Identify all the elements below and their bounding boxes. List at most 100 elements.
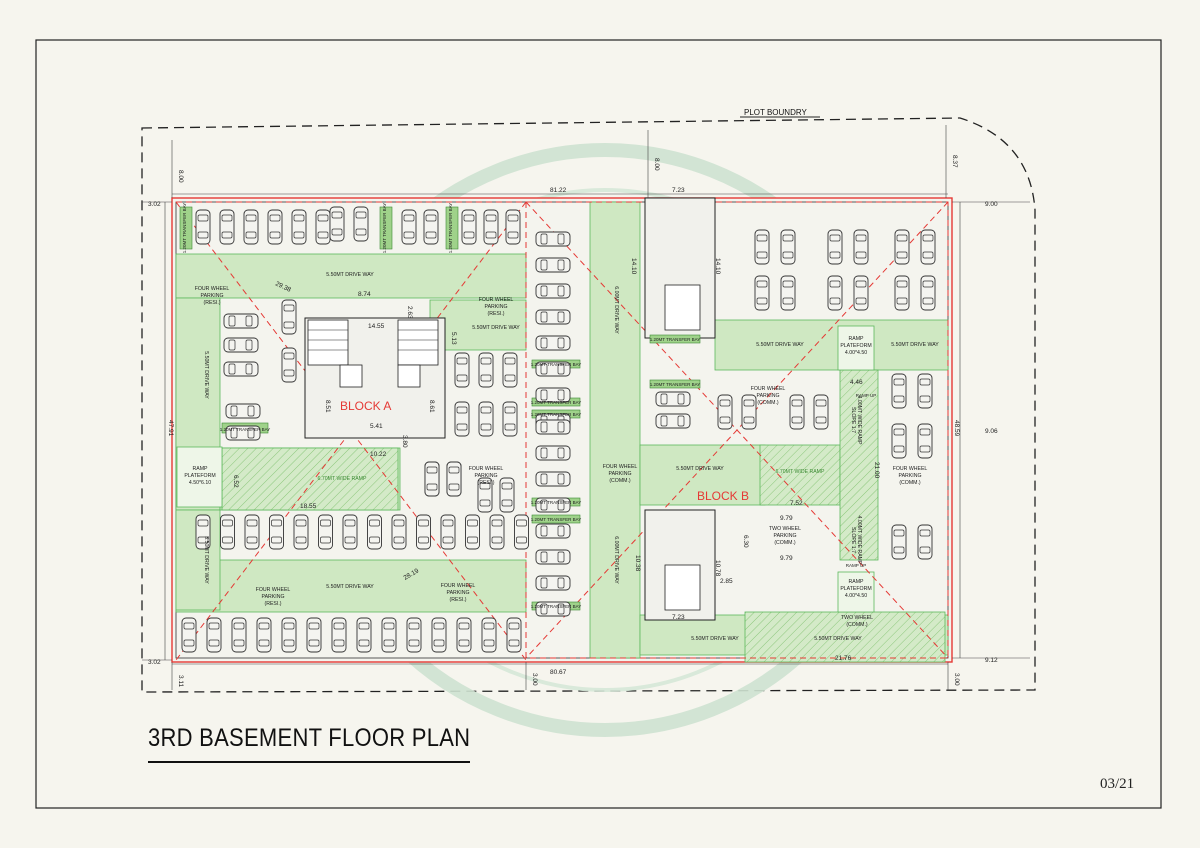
parked-car [306,617,322,653]
parked-car [920,275,936,311]
dim-left-2: 47.91 [167,420,174,437]
parked-car [195,209,211,245]
dim-inner: 5.13 [450,332,457,345]
parked-car [894,229,910,265]
dim-inner: 18.55 [300,503,317,510]
dim-right-2: 9.06 [985,428,998,435]
drive-way-6-label: 6.00MT DRIVE WAY [613,536,619,584]
tw-parking-comm-1: TWO WHEEL [841,615,873,621]
parked-car [780,229,796,265]
transfer-bay-label: 1.20MT TRANSFER BAY [650,337,701,342]
transfer-bay-label: 1.20MT TRANSFER BAY [182,203,187,254]
fw-parking-comm-1: FOUR WHEEL [603,464,638,470]
fw-parking-resi-3: (RESI.) [477,480,494,486]
parked-car [535,309,571,325]
transfer-bay-label: 1.20MT TRANSFER BAY [382,203,387,254]
parked-car [243,209,259,245]
transfer-bay-label: 1.20MT TRANSFER BAY [220,427,271,432]
dim-inner: 14.55 [368,323,385,330]
ramp-platform-b-3: 4.00*4.50 [845,593,867,599]
drive-way-label: 5.50MT DRIVE WAY [326,584,374,590]
transfer-bay-label: 1.20MT TRANSFER BAY [448,203,453,254]
parked-car [401,209,417,245]
drive-way-label: 5.50MT DRIVE WAY [676,466,724,472]
transfer-bay-label: 1.20MT TRANSFER BAY [531,400,582,405]
dim-right-3: 48.59 [953,420,960,437]
parked-car [206,617,222,653]
ramp-platform-a-1: RAMP [193,466,209,472]
dim-inner: 6.30 [742,535,749,548]
parked-car [329,206,345,242]
parked-car [917,423,933,459]
parked-car [293,514,309,550]
parked-car [917,373,933,409]
parked-car [416,514,431,550]
parked-car [827,229,843,265]
transfer-bay-label: 1.20MT TRANSFER BAY [531,517,582,522]
parked-car [741,394,757,430]
dim-bottom-1: 3.00 [531,673,538,686]
tw-parking-comm-2: PARKING [774,533,797,539]
tw-parking-comm-1: TWO WHEEL [769,526,801,532]
parked-car [220,514,235,550]
fw-parking-resi-1: FOUR WHEEL [469,466,504,472]
parked-car [499,477,515,513]
dim-inner: 8.74 [358,291,371,298]
dim-inner: 9.79 [780,555,793,562]
parked-car [225,403,261,419]
fw-parking-resi-3: (RESI.) [449,597,466,603]
dim-inner: 21.00 [873,462,880,479]
parked-car [431,617,447,653]
drive-way-label: 5.50MT DRIVE WAY [472,325,520,331]
fw-parking-comm-2: PARKING [609,471,632,477]
parked-car [483,209,499,245]
parked-car [827,275,843,311]
parked-car [223,337,259,353]
block-b-core [644,197,716,621]
dim-inner: 14.10 [630,258,637,275]
ramp-slope-2: SLOPE 1:7 [850,407,856,433]
parked-car [281,617,297,653]
parked-car [454,401,470,437]
parked-car [406,617,422,653]
fw-parking-resi-3: (RESI.) [203,300,220,306]
fw-parking-comm-1: FOUR WHEEL [751,386,786,392]
parked-car [754,275,770,311]
parked-car [269,514,284,550]
dim-inner: 10.22 [370,451,387,458]
parked-car [754,229,770,265]
parked-car [655,391,691,407]
dim-right-4: 9.12 [985,657,998,664]
block-a-label: BLOCK A [340,399,391,413]
fw-parking-resi-1: FOUR WHEEL [441,583,476,589]
parked-car [318,514,333,550]
parked-car [481,617,497,653]
parked-car [181,617,197,653]
fw-parking-resi-2: PARKING [475,473,498,479]
parked-car [920,229,936,265]
parked-car [506,617,522,653]
ramp-platform-b-1: RAMP [849,336,865,342]
fw-parking-resi-1: FOUR WHEEL [256,587,291,593]
parked-car [489,514,505,550]
parked-car [315,209,331,245]
fw-parking-resi-1: FOUR WHEEL [195,286,230,292]
fw-parking-comm-3: (COMM.) [899,480,921,486]
parked-car [535,575,571,591]
parked-car [535,257,571,273]
dim-inner: 2.63 [406,306,413,319]
parked-car [535,283,571,299]
ramp-platform-b-2: PLATEFORM [840,343,871,349]
dim-inner: 5.41 [370,423,383,430]
parked-car [891,524,907,560]
parked-car [917,524,933,560]
ramp-slope-1: 4.00MT WIDE RAMP [856,396,862,445]
dim-left-3: 3.02 [148,659,161,666]
drive-way-label: 5.50MT DRIVE WAY [203,536,209,584]
parked-car [514,514,529,550]
block-b-label: BLOCK B [697,489,749,503]
ramp-platform-a-3: 4.50*6.10 [189,480,211,486]
fw-parking-resi-3: (RESI.) [487,311,504,317]
parked-car [424,461,440,497]
dim-top-5: 7.23 [672,187,685,194]
